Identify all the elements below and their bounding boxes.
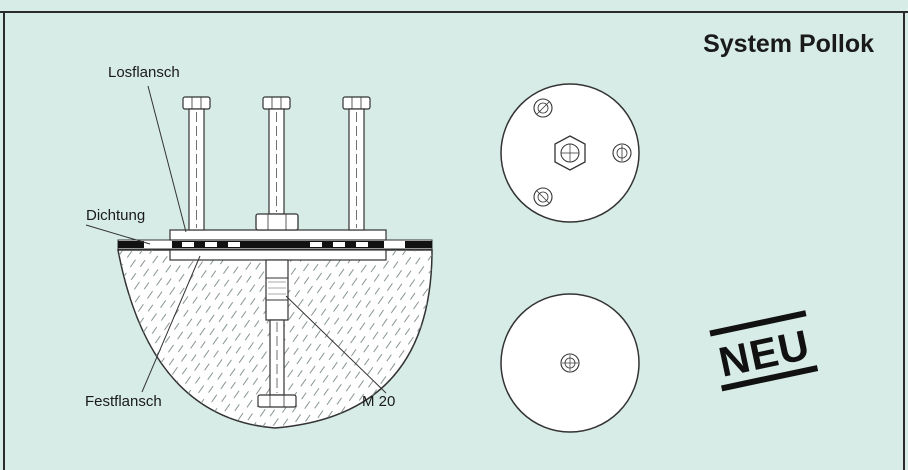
cross-section [85, 85, 433, 429]
new-badge: NEU [709, 310, 819, 392]
leader-losflansch [147, 85, 187, 233]
bolt-center [262, 96, 291, 215]
leader-m20 [285, 295, 387, 394]
page-title: System Pollok [703, 30, 874, 58]
bolt-head-top-left [533, 98, 553, 118]
top-view-three-bolts [500, 83, 640, 223]
label-m20: M 20 [362, 393, 396, 410]
loose-flange [169, 229, 387, 241]
bolt-right [342, 96, 371, 231]
fixed-flange [169, 249, 387, 261]
anchor-rod [257, 259, 297, 408]
leader-festflansch [141, 255, 201, 393]
badge-bar-top [709, 310, 807, 337]
label-festflansch: Festflansch [85, 393, 162, 410]
label-dichtung: Dichtung [86, 207, 146, 224]
leader-dichtung [85, 224, 151, 245]
bolt-left [182, 96, 211, 231]
top-view-single [500, 293, 640, 433]
gasket [117, 239, 433, 250]
bolt-head-bottom-left [533, 187, 553, 207]
label-losflansch: Losflansch [108, 64, 180, 81]
center-nut [255, 213, 299, 231]
bolt-head-right [612, 143, 632, 163]
badge-bar-bottom [721, 365, 819, 392]
